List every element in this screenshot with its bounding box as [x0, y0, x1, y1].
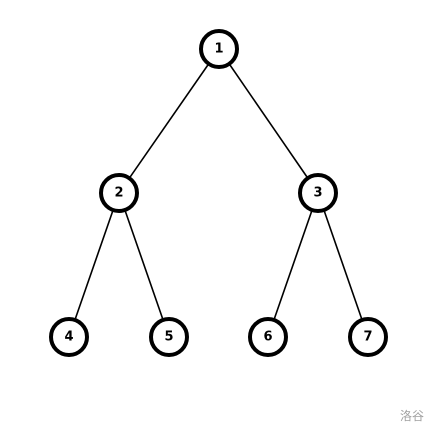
node-label-5: 5 — [164, 330, 173, 345]
tree-edges — [68, 48, 369, 338]
watermark-logo-text: 洛谷 — [399, 409, 424, 423]
node-label-7: 7 — [363, 330, 372, 345]
node-circle-3 — [298, 173, 338, 213]
tree-node-6: 6 — [248, 317, 288, 357]
tree-node-4: 4 — [49, 317, 89, 357]
edge-1-2 — [118, 48, 220, 194]
tree-node-5: 5 — [149, 317, 189, 357]
edge-1-3 — [218, 48, 319, 194]
node-circle-5 — [149, 317, 189, 357]
tree-node-2: 2 — [99, 173, 139, 213]
node-label-6: 6 — [263, 330, 272, 345]
node-label-1: 1 — [214, 42, 223, 57]
tree-node-1: 1 — [199, 29, 239, 69]
node-circle-4 — [49, 317, 89, 357]
tree-nodes: 1 2 3 4 5 6 7 — [49, 29, 388, 357]
edge-2-4 — [68, 192, 120, 338]
node-circle-1 — [199, 29, 239, 69]
node-circle-7 — [348, 317, 388, 357]
node-circle-6 — [248, 317, 288, 357]
node-label-4: 4 — [64, 330, 73, 345]
edge-2-5 — [118, 192, 170, 338]
node-circle-2 — [99, 173, 139, 213]
tree-node-3: 3 — [298, 173, 338, 213]
tree-node-7: 7 — [348, 317, 388, 357]
edge-3-7 — [317, 192, 369, 338]
node-label-3: 3 — [313, 186, 322, 201]
edge-3-6 — [267, 192, 319, 338]
node-label-2: 2 — [114, 186, 123, 201]
